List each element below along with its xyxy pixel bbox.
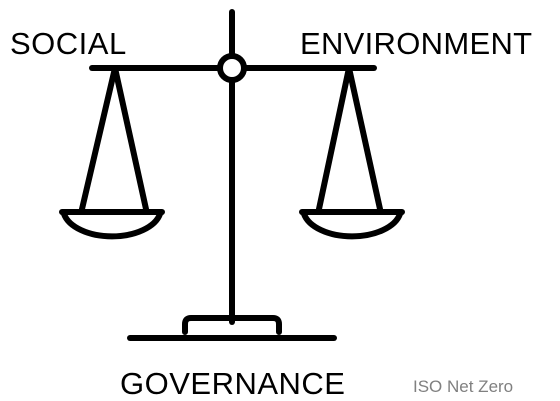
pivot-joint (217, 53, 247, 83)
right-pan (299, 65, 405, 240)
governance-label: GOVERNANCE (120, 366, 346, 401)
left-pan (59, 65, 165, 240)
social-label: SOCIAL (10, 26, 127, 61)
environment-label: ENVIRONMENT (300, 26, 533, 61)
watermark-text: ISO Net Zero (413, 377, 514, 396)
scale-base (127, 315, 337, 341)
